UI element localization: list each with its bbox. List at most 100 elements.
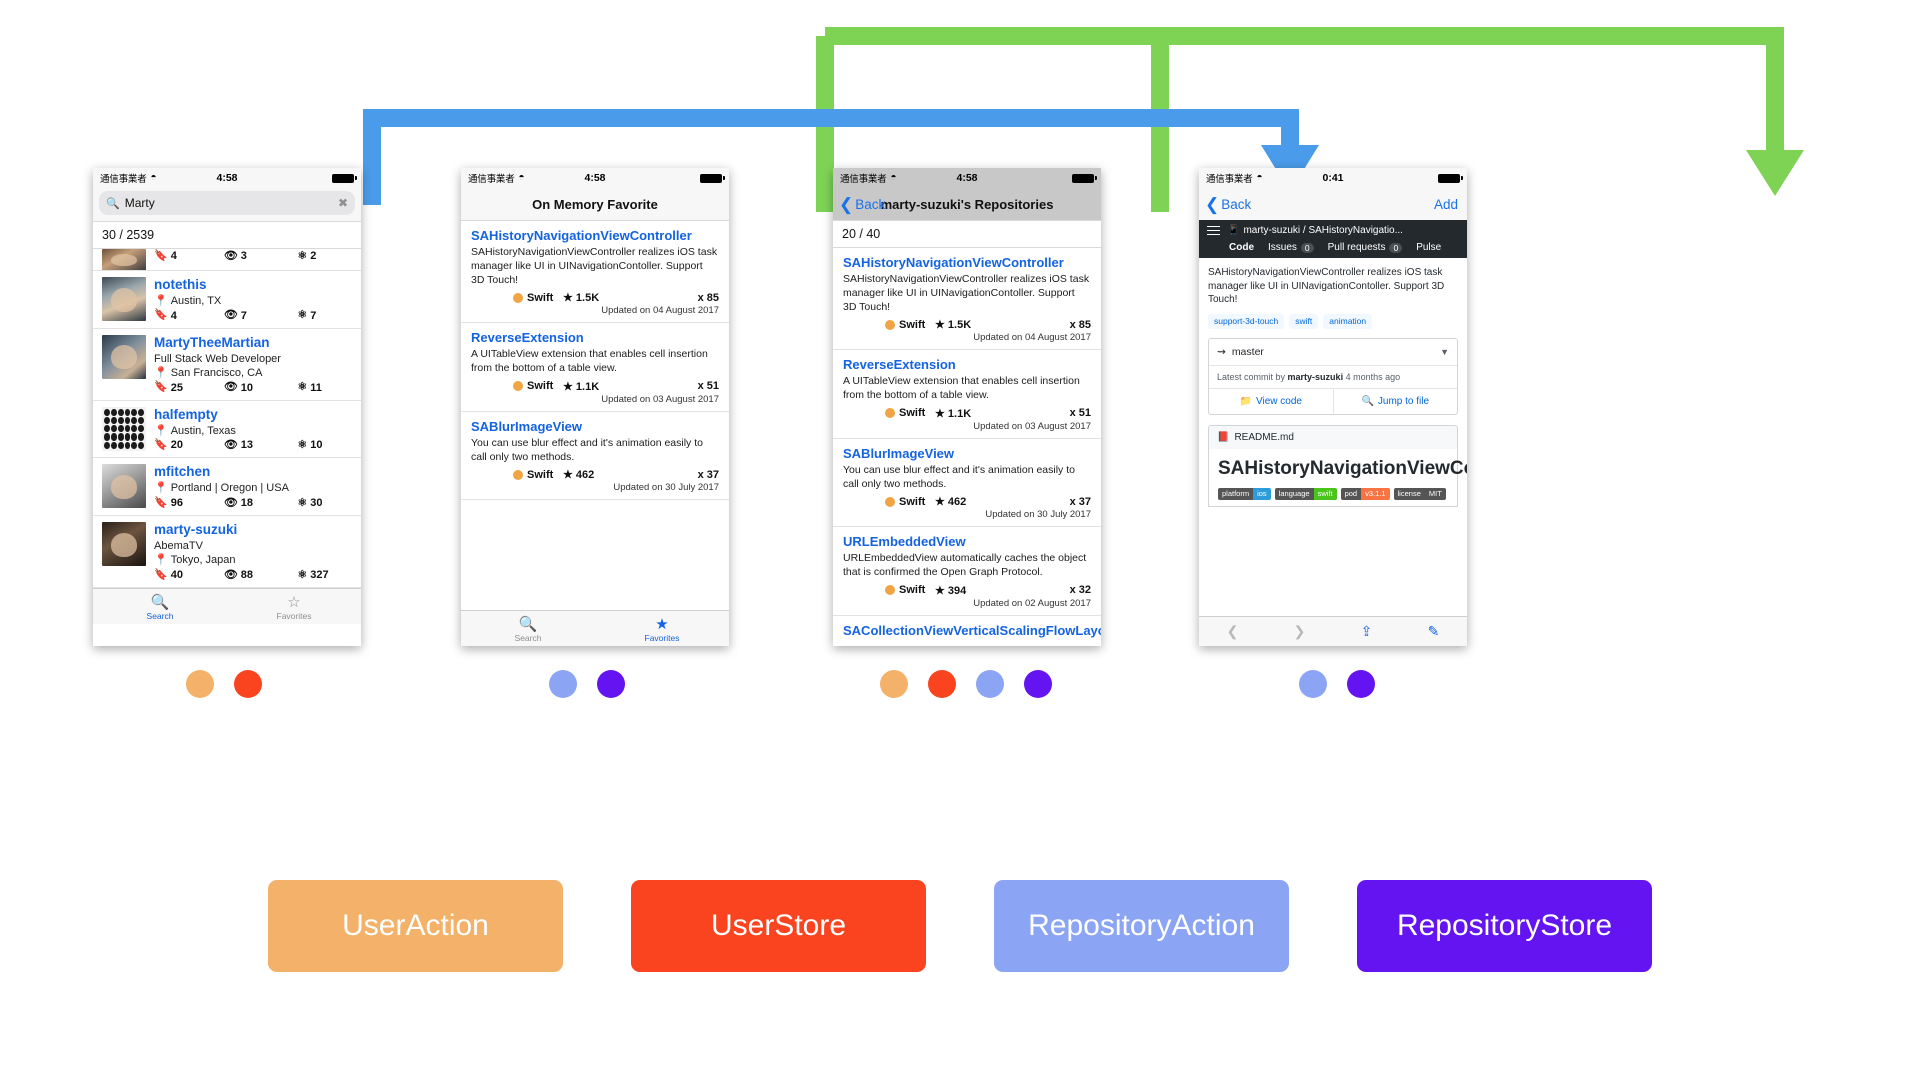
- repo-name[interactable]: SABlurImageView: [471, 418, 583, 434]
- tab-favorites[interactable]: ☆ Favorites: [227, 592, 361, 621]
- tab-search[interactable]: 🔍 Search: [93, 592, 227, 621]
- repo-name[interactable]: SAHistoryNavigationViewController: [471, 228, 692, 243]
- following-count: 30: [310, 497, 323, 510]
- list-item[interactable]: URLEmbeddedView URLEmbeddedView automati…: [833, 527, 1101, 616]
- language-dot-icon: [513, 469, 523, 480]
- commit-author[interactable]: marty-suzuki: [1287, 371, 1344, 382]
- chevron-left-icon: ❮: [839, 194, 854, 214]
- repo-updated: Updated on 04 August 2017: [973, 332, 1091, 344]
- tab-search[interactable]: 🔍 Search: [461, 614, 595, 643]
- search-input[interactable]: 🔍 Marty ✖: [99, 191, 355, 215]
- flow-dot-user-action: [186, 670, 214, 698]
- tab-issues[interactable]: Issues 0: [1268, 242, 1314, 253]
- badge-left: pod: [1340, 487, 1362, 500]
- location-icon: 📍: [154, 294, 168, 307]
- following-icon: ⚛: [297, 496, 308, 509]
- legend-label: UserAction: [342, 909, 489, 942]
- phone-search-users: 通信事業者 ◓ 4:58 🔍 Marty ✖ 30 / 2539 🔖4 👁3: [93, 168, 361, 646]
- back-button[interactable]: ❮ Back: [1205, 196, 1251, 213]
- folder-icon: 📁: [1239, 395, 1252, 407]
- star-count: ★ 394: [935, 584, 967, 597]
- user-name[interactable]: notethis: [154, 277, 207, 292]
- jump-to-file-button[interactable]: 🔍 Jump to file: [1332, 388, 1458, 414]
- hamburger-icon[interactable]: [1207, 225, 1220, 236]
- user-name[interactable]: MartyTheeMartian: [154, 334, 270, 350]
- repo-name[interactable]: ReverseExtension: [471, 330, 584, 346]
- user-name[interactable]: mfitchen: [154, 464, 211, 480]
- repo-updated: Updated on 03 August 2017: [601, 393, 719, 405]
- list-item[interactable]: SACollectionViewVerticalScalingFlowLayou…: [833, 616, 1101, 645]
- list-item[interactable]: SABlurImageView You can use blur effect …: [833, 439, 1101, 528]
- list-item[interactable]: ReverseExtension A UITableView extension…: [833, 350, 1101, 439]
- readme-header: 📕 README.md: [1208, 424, 1458, 449]
- user-name[interactable]: halfempty: [154, 406, 218, 422]
- repo-path[interactable]: marty-suzuki / SAHistoryNavigatio...: [1243, 225, 1403, 236]
- fork-count: 51: [1078, 407, 1091, 420]
- search-bar: 🔍 Marty ✖: [93, 188, 361, 221]
- tab-favorites[interactable]: ★ Favorites: [595, 614, 729, 643]
- topic-tag[interactable]: support-3d-touch: [1208, 313, 1285, 329]
- tab-label: Code: [1229, 242, 1254, 253]
- star-filled-icon: ★: [655, 616, 669, 633]
- branch-selector[interactable]: ⇝ master ▼: [1209, 338, 1457, 365]
- chevron-right-icon[interactable]: ❯: [1293, 623, 1306, 639]
- user-bio: AbemaTV: [154, 540, 203, 553]
- repo-count: 20: [170, 439, 183, 452]
- list-item[interactable]: SAHistoryNavigationViewController SAHist…: [461, 221, 729, 324]
- flow-dot-repository-action: [976, 670, 1004, 698]
- tab-pull-requests[interactable]: Pull requests 0: [1328, 242, 1403, 253]
- badge-left: platform: [1218, 487, 1254, 500]
- add-button[interactable]: Add: [1433, 196, 1458, 212]
- badge-left: language: [1274, 487, 1314, 500]
- compass-icon[interactable]: ✎: [1427, 623, 1440, 639]
- clear-icon[interactable]: ✖: [337, 196, 348, 210]
- chevron-left-icon[interactable]: ❮: [1226, 623, 1239, 639]
- repo-name[interactable]: SACollectionViewVerticalScalingFlowLayou…: [843, 622, 1101, 638]
- repo-name[interactable]: URLEmbeddedView: [843, 534, 966, 550]
- list-empty-space: [461, 500, 729, 566]
- repo-count: 4: [170, 309, 177, 322]
- list-item[interactable]: ReverseExtension A UITableView extension…: [461, 323, 729, 412]
- repo-updated: Updated on 04 August 2017: [601, 305, 719, 317]
- user-name[interactable]: marty-suzuki: [154, 522, 238, 538]
- followers-icon: 👁: [223, 496, 238, 509]
- legend: UserAction UserStore RepositoryAction Re…: [0, 880, 1920, 972]
- list-item[interactable]: MartyTheeMartian Full Stack Web Develope…: [93, 329, 361, 401]
- phone-2-flow-dots: [549, 670, 625, 698]
- repo-name[interactable]: SABlurImageView: [843, 445, 955, 461]
- topic-tag[interactable]: swift: [1289, 313, 1319, 329]
- following-count: 2: [310, 250, 317, 262]
- avatar: [102, 464, 146, 509]
- fork-count: 85: [1078, 318, 1091, 331]
- result-counter: 30 / 2539: [93, 221, 361, 249]
- repo-name[interactable]: SAHistoryNavigationViewController: [843, 255, 1064, 270]
- fork-icon: x: [1069, 318, 1076, 331]
- repo-language: Swift: [899, 495, 926, 508]
- list-item[interactable]: notethis 📍Austin, TX 🔖4 👁7 ⚛7: [93, 271, 361, 329]
- list-item[interactable]: halfempty 📍Austin, Texas 🔖20 👁13 ⚛10: [93, 401, 361, 459]
- list-item[interactable]: SABlurImageView You can use blur effect …: [461, 412, 729, 501]
- list-item[interactable]: SAHistoryNavigationViewController SAHist…: [833, 248, 1101, 351]
- share-icon[interactable]: ⇪: [1360, 623, 1373, 639]
- back-button[interactable]: ❮ Back: [839, 196, 885, 213]
- badge-language: language swift: [1274, 487, 1337, 500]
- repo-name[interactable]: ReverseExtension: [843, 357, 956, 373]
- flow-dot-repository-store: [1024, 670, 1052, 698]
- following-count: 11: [310, 381, 322, 394]
- search-icon: 🔍: [1361, 395, 1374, 407]
- phone-3-flow-dots: [880, 670, 1052, 698]
- list-item[interactable]: 🔖4 👁3 ⚛2: [93, 249, 361, 271]
- repo-icon: 🔖: [154, 381, 168, 394]
- view-code-button[interactable]: 📁 View code: [1209, 389, 1333, 414]
- github-nav: Code Issues 0 Pull requests 0 Pulse: [1207, 236, 1459, 258]
- tab-code[interactable]: Code: [1229, 242, 1254, 253]
- repo-description: You can use blur effect and it's animati…: [843, 463, 1075, 490]
- repo-icon: 🔖: [154, 496, 168, 509]
- list-item[interactable]: mfitchen 📍Portland | Oregon | USA 🔖96 👁1…: [93, 458, 361, 517]
- topic-tag[interactable]: animation: [1323, 313, 1373, 329]
- page-title: marty-suzuki's Repositories: [880, 196, 1054, 212]
- mobile-icon: 📱: [1227, 225, 1240, 236]
- list-item[interactable]: marty-suzuki AbemaTV 📍Tokyo, Japan 🔖40 👁…: [93, 516, 361, 589]
- repo-updated: Updated on 02 August 2017: [973, 597, 1091, 609]
- tab-pulse[interactable]: Pulse: [1416, 242, 1441, 253]
